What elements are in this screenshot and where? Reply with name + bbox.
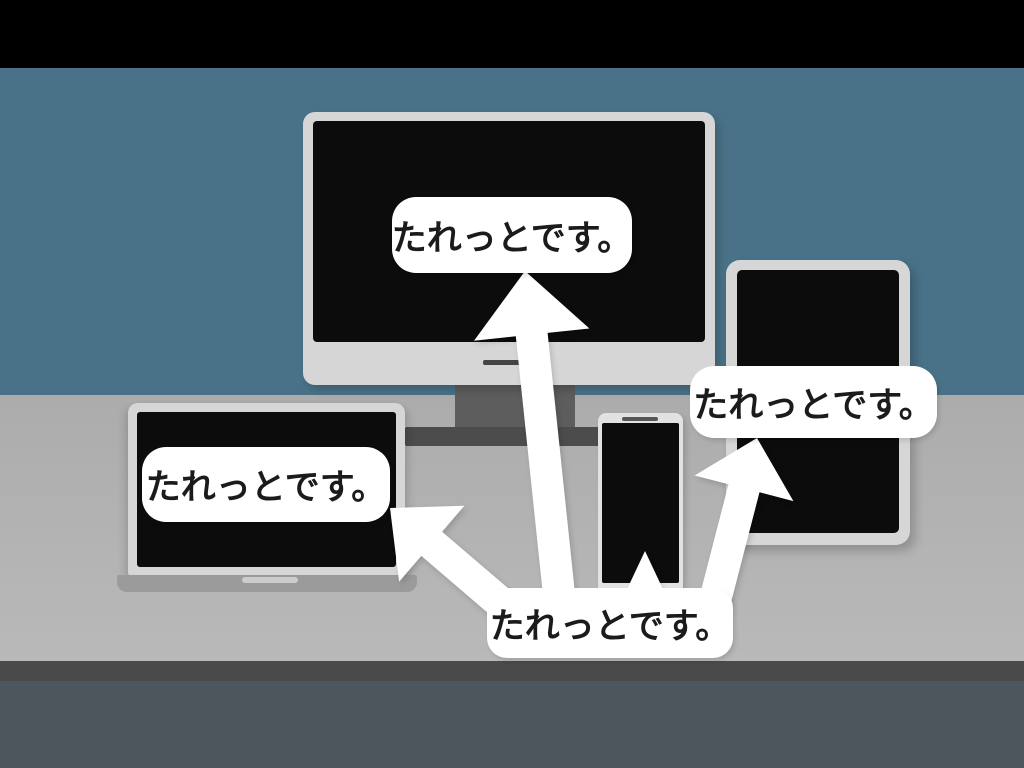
letterbox-top-bar bbox=[0, 0, 1024, 68]
speech-bubble-laptop-text: たれっとです。 bbox=[145, 468, 387, 507]
speech-bubble-imac-text: たれっとです。 bbox=[391, 218, 633, 258]
speech-bubble-devices: たれっとです。 bbox=[487, 588, 733, 658]
speech-bubble-laptop: たれっとです。 bbox=[142, 447, 390, 522]
laptop-trackpad-notch bbox=[242, 577, 298, 583]
speech-bubble-devices-text: たれっとです。 bbox=[489, 606, 731, 646]
desk-front-panel bbox=[0, 681, 1024, 768]
speech-bubble-imac: たれっとです。 bbox=[392, 197, 632, 273]
imac-stand-foot bbox=[405, 427, 613, 446]
smartphone-illustration bbox=[598, 413, 683, 591]
imac-stand-neck bbox=[455, 385, 575, 427]
smartphone-speaker bbox=[622, 417, 658, 421]
imac-logo-mark bbox=[483, 360, 524, 365]
laptop-base bbox=[117, 575, 417, 592]
smartphone-screen bbox=[602, 423, 679, 583]
speech-bubble-tablet: たれっとです。 bbox=[690, 366, 937, 438]
desk-front-edge bbox=[0, 661, 1024, 681]
speech-bubble-tablet-text: たれっとです。 bbox=[693, 385, 934, 425]
